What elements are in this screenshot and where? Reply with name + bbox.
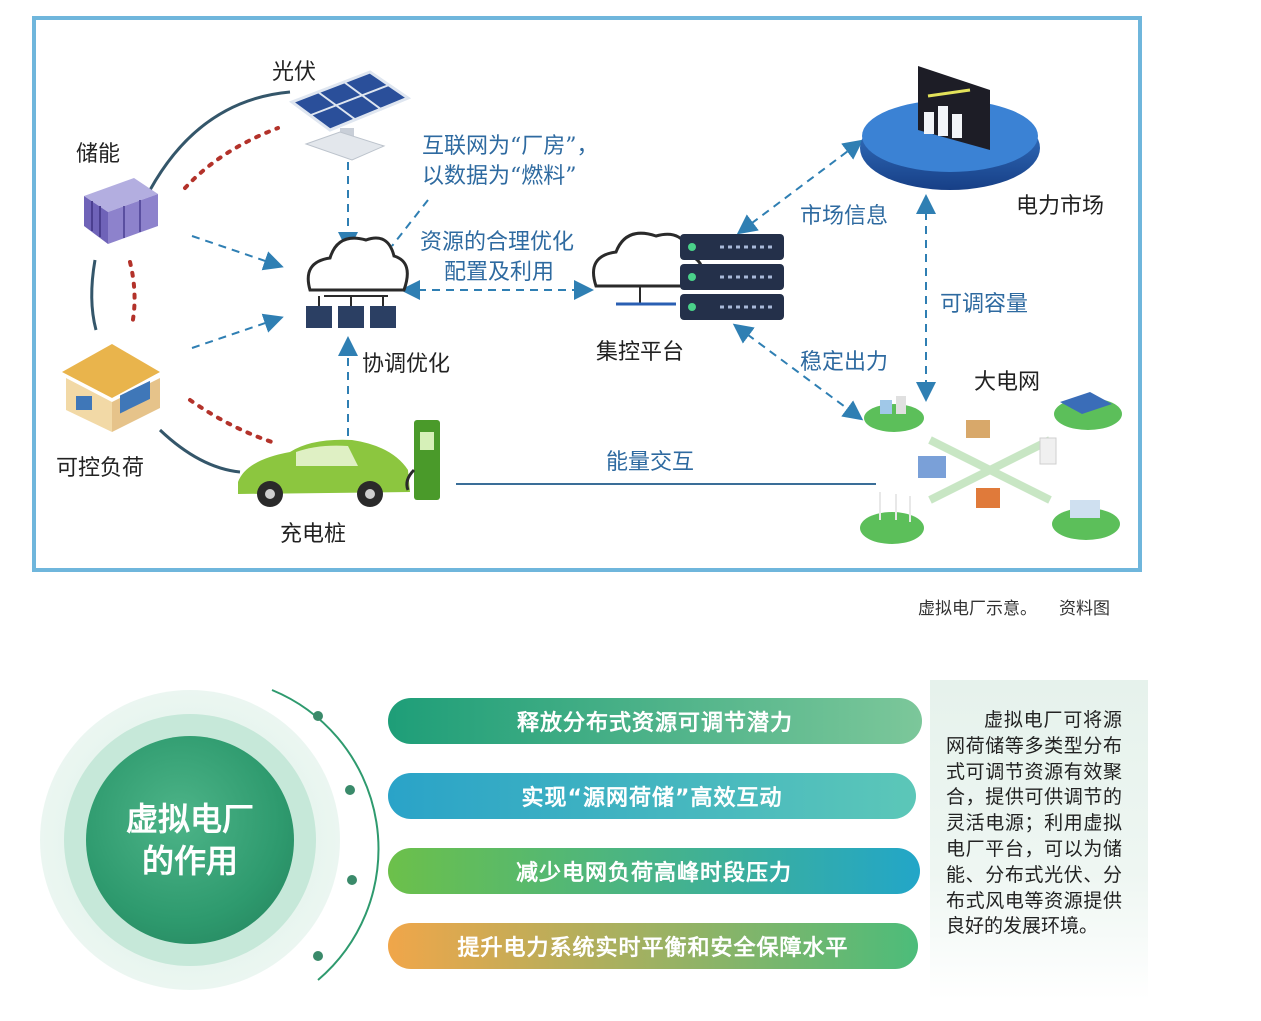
- arrow-load-coordinate: [191, 313, 284, 349]
- charging-pile-icon: [405, 420, 440, 500]
- annotation-resource-1: 资源的合理优化: [420, 230, 575, 255]
- role-item-4: 提升电力系统实时平衡和安全保障水平: [388, 923, 918, 969]
- house-icon: [62, 344, 160, 432]
- node-label-charger: 充电桩: [280, 522, 347, 547]
- annotation-resource-2: 配置及利用: [444, 260, 555, 285]
- caption-source: 资料图: [1059, 599, 1110, 619]
- grid-cluster-icon: [860, 392, 1122, 544]
- role-item-2: 实现“源网荷储”高效互动: [388, 773, 916, 819]
- description-text: 虚拟电厂可将源网荷储等多类型分布式可调节资源有效聚合，提供可供调节的灵活电源；利…: [946, 709, 1122, 938]
- annotation-internet-1: 互联网为“厂房”，: [422, 134, 599, 159]
- market-icon: [860, 66, 1040, 190]
- cloud-server-icon: [306, 236, 409, 328]
- node-label-market: 电力市场: [1016, 194, 1105, 219]
- node-label-platform: 集控平台: [596, 340, 685, 365]
- caption-text: 虚拟电厂示意。: [918, 599, 1037, 619]
- annotation-internet-2: 以数据为“燃料”: [422, 164, 577, 189]
- curve-storage-load: [90, 259, 98, 331]
- node-label-load: 可控负荷: [56, 456, 145, 481]
- dotted-storage-pv: [183, 126, 280, 190]
- role-item-1: 释放分布式资源可调节潜力: [388, 698, 922, 744]
- arrow-platform-market: [736, 139, 864, 235]
- node-label-storage: 储能: [76, 142, 121, 167]
- arrow-storage-coordinate: [191, 235, 284, 271]
- platform-server-icon: [592, 231, 784, 320]
- roles-title: 虚拟电厂的作用: [125, 800, 254, 880]
- roles-circle: 虚拟电厂的作用: [86, 736, 294, 944]
- arrow-platform-grid: [732, 323, 864, 421]
- node-label-coordinate: 协调优化: [362, 352, 451, 377]
- node-label-grid: 大电网: [974, 370, 1041, 395]
- arrow-internet-coordinate: [391, 199, 429, 247]
- dotted-storage-load: [128, 260, 137, 327]
- curve-load-charger: [158, 428, 241, 474]
- curve-storage-pv: [148, 90, 291, 191]
- figure-caption: 虚拟电厂示意。 资料图: [918, 594, 1110, 619]
- node-label-pv: 光伏: [272, 60, 317, 85]
- role-item-3: 减少电网负荷高峰时段压力: [388, 848, 920, 894]
- annotation-adjust-capacity: 可调容量: [940, 292, 1029, 317]
- storage-battery-icon: [84, 178, 158, 244]
- ev-car-icon: [238, 439, 410, 507]
- solar-panel-icon: [288, 70, 412, 161]
- annotation-market-info: 市场信息: [800, 204, 889, 229]
- dotted-load-charger: [188, 398, 274, 444]
- description-box: [930, 680, 1148, 1000]
- annotation-stable-output: 稳定出力: [800, 350, 889, 375]
- annotation-energy-exchange: 能量交互: [606, 450, 695, 475]
